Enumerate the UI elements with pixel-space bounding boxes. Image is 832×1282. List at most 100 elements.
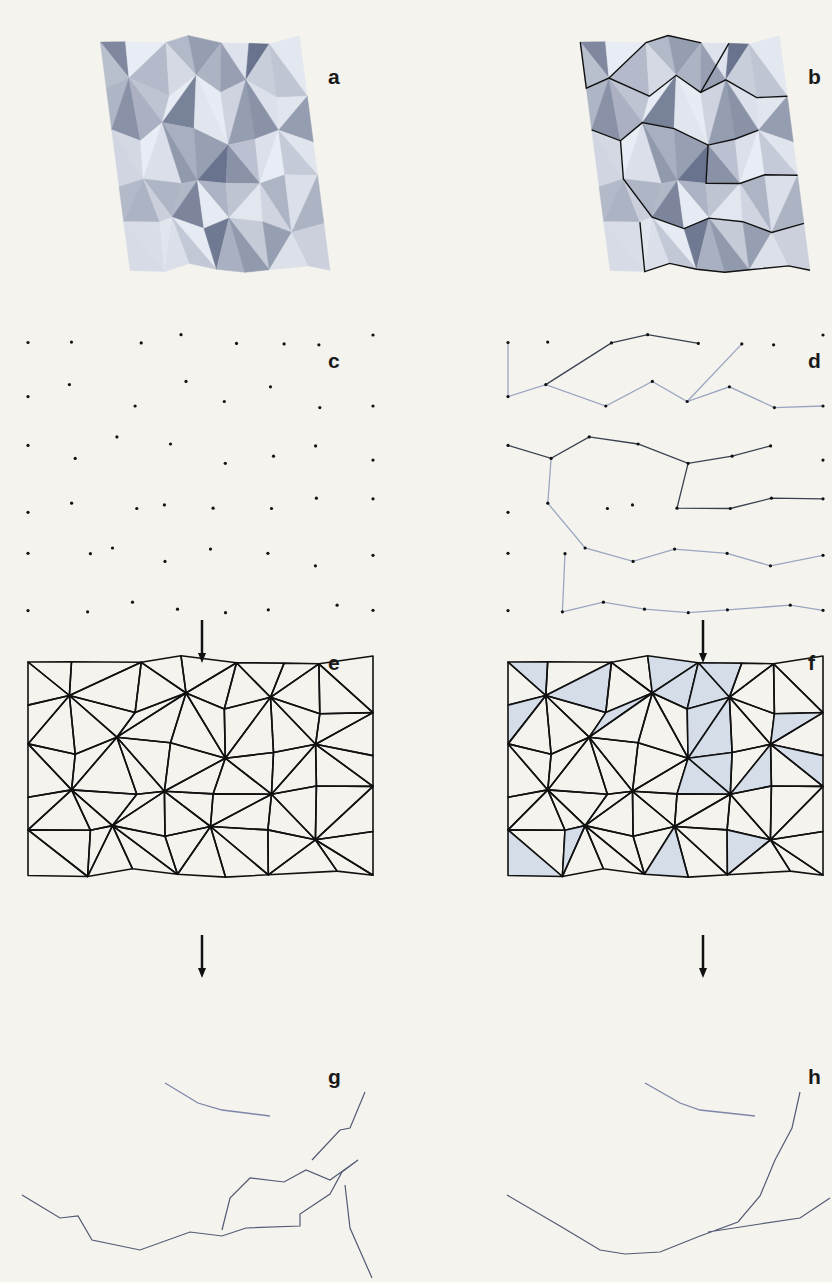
tin-triangle (688, 697, 732, 758)
sample-point (26, 341, 29, 344)
tin-triangle (186, 663, 237, 709)
step-arrow (201, 935, 204, 973)
mesh-group (26, 36, 824, 878)
structure-line (701, 43, 729, 92)
sample-point (687, 462, 690, 465)
terrain-facet (279, 130, 318, 175)
sample-point (770, 497, 773, 500)
structure-line (706, 145, 798, 183)
sample-point (140, 341, 143, 344)
sample-point (272, 455, 275, 458)
sample-point (184, 380, 187, 383)
tin-triangle (677, 758, 730, 794)
tin-triangle (271, 697, 316, 752)
tin-triangle (171, 693, 226, 758)
terrain-facet (162, 123, 197, 184)
sample-point (26, 444, 29, 447)
sample-point (631, 503, 634, 506)
sample-point (70, 341, 73, 344)
sample-point (176, 608, 179, 611)
terrain-facet (229, 184, 263, 222)
sample-point (740, 342, 743, 345)
sample-point (772, 343, 775, 346)
sample-point (637, 442, 640, 445)
sample-point (643, 608, 646, 611)
terrain-facet (772, 175, 804, 232)
terrain-facet (604, 222, 645, 272)
sample-point (651, 380, 654, 383)
terrain-facet (709, 184, 743, 222)
tin-triangle (508, 744, 548, 797)
sample-point (602, 601, 605, 604)
sample-point (163, 503, 166, 506)
terrain-facet (226, 145, 260, 183)
panel-letter: a (328, 66, 340, 87)
tin-triangle (770, 786, 823, 840)
sample-point (561, 610, 564, 613)
sample-point (546, 502, 549, 505)
tin-triangle (316, 744, 373, 786)
tin-triangle (771, 744, 823, 786)
panel-letter: f (808, 652, 815, 673)
tin-triangle (770, 832, 823, 876)
tin-triangle (589, 693, 652, 743)
terrain-facet (124, 222, 165, 272)
sample-point (731, 455, 734, 458)
terrain-facet (642, 75, 676, 128)
sample-point (115, 435, 118, 438)
sample-point (26, 395, 29, 398)
sample-point (646, 333, 649, 336)
tin-triangle (113, 826, 178, 875)
tin-triangle (28, 662, 69, 705)
tin-triangle (224, 663, 270, 709)
contour-line (165, 1083, 270, 1116)
structure-line (548, 458, 823, 565)
sample-point (235, 342, 238, 345)
tin-triangle (88, 826, 133, 877)
tin-triangle (585, 826, 644, 875)
tin-triangle (181, 656, 237, 693)
tin-triangle (315, 786, 373, 839)
tin-triangle (315, 786, 373, 840)
structure-line (677, 463, 823, 508)
step-arrow (702, 935, 705, 973)
sample-point (610, 341, 613, 344)
terrain-facet (292, 232, 330, 270)
tin-triangle (770, 786, 823, 839)
tin-triangle (225, 753, 273, 795)
tin-triangle (225, 697, 273, 758)
sample-point (223, 400, 226, 403)
sample-point (317, 343, 320, 346)
sample-point (371, 609, 374, 612)
sample-point (26, 609, 29, 612)
sample-point (111, 546, 114, 549)
sample-point (604, 404, 607, 407)
terrain-facet (706, 145, 740, 183)
tin-triangle (213, 758, 271, 794)
panel-letter: b (808, 66, 821, 87)
tin-triangle (508, 830, 562, 877)
sample-point (506, 444, 509, 447)
terrain-facet (759, 130, 798, 175)
sample-point (697, 342, 700, 345)
tin-triangle (727, 830, 770, 875)
tin-triangle (141, 656, 186, 693)
tin-triangle (562, 826, 603, 877)
tin-triangle (164, 758, 225, 794)
structure-line (640, 222, 810, 272)
sample-point (606, 507, 609, 510)
terrain-facet (604, 222, 645, 272)
sample-point (563, 552, 566, 555)
tin-triangle (508, 830, 565, 877)
sample-point (209, 548, 212, 551)
sample-point (212, 507, 215, 510)
structure-line (592, 123, 759, 146)
structure-line (546, 335, 699, 385)
step-arrow (702, 620, 705, 658)
step-arrow (201, 620, 204, 658)
sample-point (26, 511, 29, 514)
structure-line (508, 437, 771, 463)
sample-point (68, 383, 71, 386)
tin-triangle (28, 830, 88, 877)
